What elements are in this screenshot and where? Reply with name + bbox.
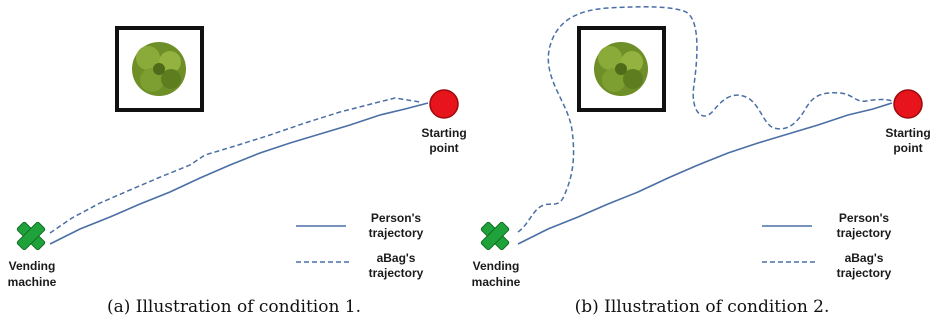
legend-person-line2: trajectory [837,226,892,240]
legend-abag-line2: trajectory [369,266,424,280]
panel-condition-2: Starting point Vending machine Person's … [468,0,936,334]
start-label-line2: point [893,141,922,155]
end-label-line1: Vending [473,259,520,273]
legend-abag-line2: trajectory [837,266,892,280]
legend: Person's trajectory aBag's trajectory [762,211,892,280]
abag-trajectory-line [517,6,893,233]
caption: (a) Illustration of condition 1. [106,297,362,317]
green-x-icon [16,221,46,251]
person-trajectory-line [49,102,429,245]
person-trajectory-line [517,102,893,245]
diagram-condition-2: Starting point Vending machine Person's … [472,6,931,289]
panel-condition-1: Starting point Vending machine Person's … [8,26,467,317]
legend: Person's trajectory aBag's trajectory [296,211,424,280]
red-circle-icon [893,89,923,119]
caption: (b) Illustration of condition 2. [574,297,830,317]
red-circle-icon [429,89,459,119]
start-label-line2: point [429,141,458,155]
abag-trajectory-line [49,97,421,234]
end-label-line1: Vending [9,259,56,273]
end-label-line2: machine [472,275,521,289]
legend-abag-line1: aBag's [377,251,416,265]
tree-icon [594,42,648,96]
end-label-line2: machine [8,275,57,289]
legend-abag-line1: aBag's [845,251,884,265]
green-x-icon [480,221,510,251]
start-label-line1: Starting [885,126,930,140]
legend-person-line2: trajectory [369,226,424,240]
obstacle-box [115,26,204,112]
obstacle-box [577,26,666,112]
legend-person-line1: Person's [371,211,422,225]
start-label-line1: Starting [421,126,466,140]
diagram-condition-1: Starting point Vending machine Person's … [8,26,467,289]
tree-icon [132,42,186,96]
legend-person-line1: Person's [839,211,890,225]
